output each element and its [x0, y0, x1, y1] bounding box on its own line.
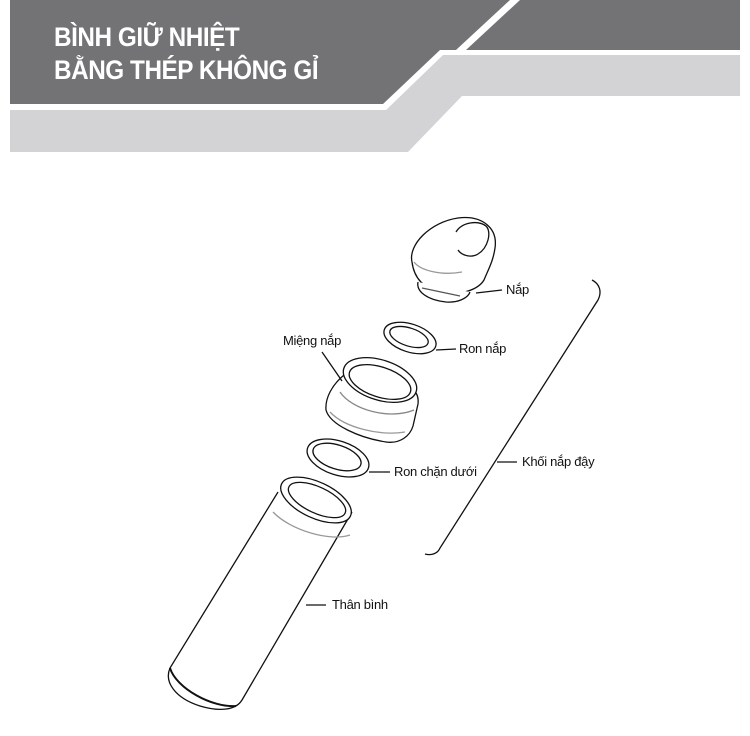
- exploded-diagram: [167, 216, 601, 711]
- label-lid-mouth: Miệng nắp: [283, 333, 342, 348]
- label-lower-gasket: Ron chặn dưới: [394, 464, 477, 479]
- leader-lid-mouth: [321, 351, 343, 382]
- lid-illustration: [410, 216, 496, 303]
- label-lid-gasket: Ron nắp: [459, 341, 507, 356]
- lid-mouth-illustration: [325, 356, 419, 443]
- body-illustration: [167, 476, 353, 711]
- title-line-2: BẰNG THÉP KHÔNG GỈ: [54, 55, 319, 85]
- assembly-bracket: [424, 279, 601, 556]
- label-body: Thân bình: [332, 597, 388, 612]
- leader-lid: [475, 289, 503, 294]
- title-line-1: BÌNH GIỮ NHIỆT: [54, 22, 240, 52]
- light-band: [10, 55, 740, 152]
- leader-lid-gasket: [435, 348, 457, 351]
- label-lid-assembly: Khối nắp đậy: [522, 454, 595, 469]
- diagonal-stripe: [456, 0, 520, 50]
- dark-band: [10, 0, 740, 104]
- header-banner: [10, 0, 740, 152]
- lid-gasket-illustration: [383, 321, 437, 355]
- lower-gasket-illustration: [306, 438, 370, 478]
- label-lid: Nắp: [506, 282, 529, 297]
